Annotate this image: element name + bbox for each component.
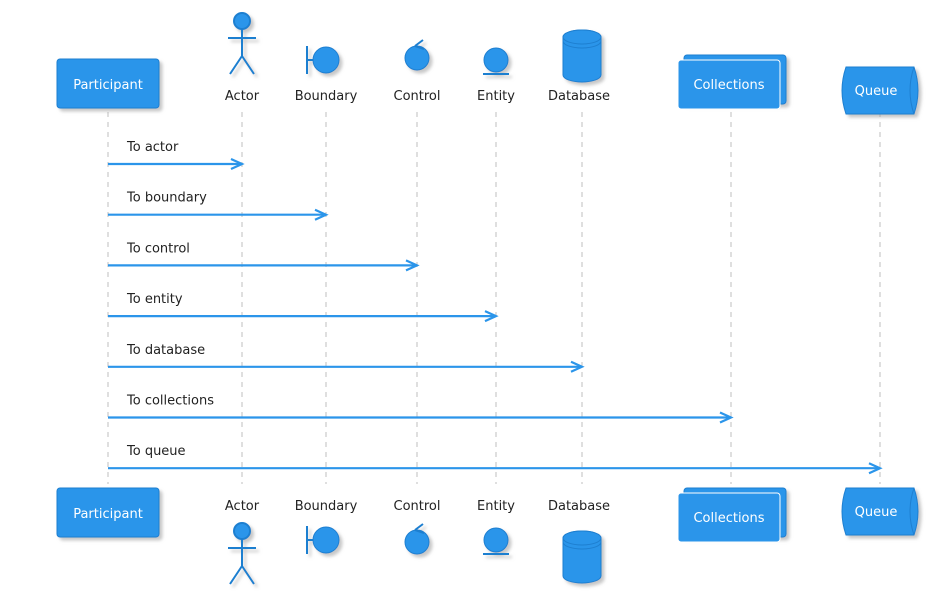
message-label: To entity <box>126 292 183 307</box>
boundary-label: Boundary <box>295 499 358 514</box>
arrowhead <box>230 157 245 171</box>
participant-database-bottom: Database <box>548 499 610 584</box>
participant-boundary-bottom: Boundary <box>295 499 358 554</box>
participant-participant-bottom: Participant <box>56 487 160 538</box>
participant-box <box>56 487 160 538</box>
participant-entity-bottom: Entity <box>477 499 515 555</box>
entity-icon <box>483 47 509 75</box>
queue-label: Queue <box>855 505 898 520</box>
collections-label: Collections <box>693 511 764 526</box>
database-icon <box>562 29 602 83</box>
database-label: Database <box>548 499 610 514</box>
queue-end-curve <box>909 66 915 115</box>
collections-front-box <box>677 492 781 543</box>
collections-front-box <box>677 59 781 110</box>
actor-icon <box>228 522 256 585</box>
participant-collections-bottom: Collections <box>677 487 787 543</box>
messages: To actor To boundary To control To entityTo… <box>108 140 883 475</box>
participant-queue-top: Queue <box>841 66 919 115</box>
message-to-collections: To collections <box>108 394 734 424</box>
entity-label: Entity <box>477 499 515 514</box>
message-label: To actor <box>126 140 179 155</box>
participant-collections-top: Collections <box>677 54 787 110</box>
control-label: Control <box>394 499 441 514</box>
message-label: To database <box>126 343 205 358</box>
arrowhead <box>570 360 585 373</box>
participant-actor-top: Actor <box>225 12 260 104</box>
control-icon <box>404 39 430 71</box>
actor-label: Actor <box>225 89 260 104</box>
participant-entity-top: Entity <box>477 47 515 104</box>
participant-database-top: Database <box>548 29 610 104</box>
message-label: To boundary <box>126 191 207 206</box>
boundary-label: Boundary <box>295 89 358 104</box>
participant-label: Participant <box>73 507 143 522</box>
message-to-boundary: To boundary <box>108 191 329 221</box>
message-to-actor: To actor <box>108 140 245 171</box>
control-label: Control <box>394 89 441 104</box>
arrowhead <box>868 462 883 475</box>
boundary-icon <box>306 46 340 74</box>
participant-boundary-top: Boundary <box>295 46 358 104</box>
message-to-entity: To entity <box>108 292 499 323</box>
message-to-queue: To queue <box>108 444 883 475</box>
database-icon <box>562 530 602 584</box>
arrowhead <box>314 208 329 221</box>
message-label: To collections <box>126 394 214 409</box>
message-label: To queue <box>126 444 186 459</box>
boundary-icon <box>306 526 340 554</box>
actor-label: Actor <box>225 499 260 514</box>
participant-participant-top: Participant <box>56 58 160 109</box>
entity-label: Entity <box>477 89 515 104</box>
participant-control-bottom: Control <box>394 499 441 555</box>
actor-icon <box>228 12 256 75</box>
collections-label: Collections <box>693 78 764 93</box>
entity-icon <box>483 527 509 555</box>
message-to-control: To control <box>108 241 420 272</box>
message-to-database: To database <box>108 343 585 373</box>
lifelines <box>107 112 881 484</box>
queue-end-curve <box>909 487 915 536</box>
participant-box <box>56 58 160 109</box>
participant-control-top: Control <box>394 39 441 104</box>
arrowhead <box>484 310 499 323</box>
arrowhead <box>405 259 420 272</box>
participant-actor-bottom: Actor <box>225 499 260 585</box>
queue-label: Queue <box>855 84 898 99</box>
arrowhead <box>719 411 734 424</box>
control-icon <box>404 523 430 555</box>
participant-queue-bottom: Queue <box>841 487 919 536</box>
message-label: To control <box>126 241 190 256</box>
database-label: Database <box>548 89 610 104</box>
participant-label: Participant <box>73 78 143 93</box>
participant-heads-bottom: Participant Actor Boundary Control Entity Dat… <box>56 487 919 585</box>
